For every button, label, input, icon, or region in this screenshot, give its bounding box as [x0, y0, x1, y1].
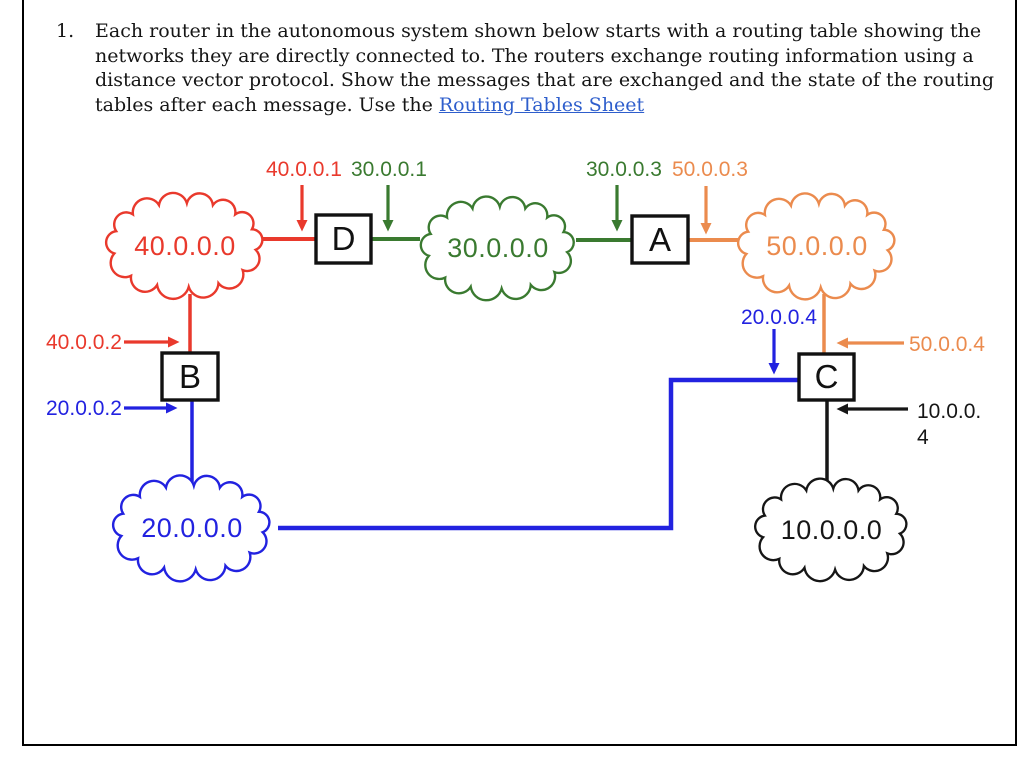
ip-label-10-0-0-4-line2: 4 [917, 426, 929, 449]
problem-text-line-2: networks they are directly connected to.… [95, 44, 974, 67]
router-label-b: B [178, 357, 201, 395]
problem-text-line-3: distance vector protocol. Show the messa… [95, 69, 995, 91]
page-border [22, 0, 1017, 746]
ip-label-50-0-0-4: 50.0.0.4 [909, 333, 985, 356]
problem-statement: 1. Each router in the autonomous system … [56, 19, 994, 117]
cloud-label-40: 40.0.0.0 [134, 230, 236, 261]
problem-text-line-1: Each router in the autonomous system sho… [95, 20, 982, 42]
ip-label-10-0-0-4: 10.0.0. 4 [917, 399, 981, 451]
router-box-c [797, 352, 856, 402]
ip-label-50-0-0-3: 50.0.0.3 [672, 158, 748, 181]
ip-label-10-0-0-4-line1: 10.0.0. [917, 400, 982, 423]
router-label-a: A [648, 220, 671, 258]
link-cloud20-routerC [278, 377, 800, 531]
routing-tables-sheet-link[interactable]: Routing Tables Sheet [438, 93, 645, 116]
ip-label-20-0-0-4: 20.0.0.4 [741, 306, 817, 329]
cloud-label-30: 30.0.0.0 [447, 233, 549, 263]
router-label-c: C [814, 358, 839, 395]
problem-text: Each router in the autonomous system sho… [95, 19, 994, 117]
router-box-b [160, 351, 220, 402]
cloud-label-50: 50.0.0.0 [766, 231, 868, 261]
ip-label-30-0-0-3: 30.0.0.3 [586, 158, 662, 181]
list-number: 1. [56, 20, 75, 42]
problem-text-line-4: tables after each message. Use the Routi… [95, 93, 994, 118]
ip-label-30-0-0-1: 30.0.0.1 [351, 158, 427, 181]
ip-label-40-0-0-1: 40.0.0.1 [266, 158, 342, 181]
router-label-d: D [331, 220, 356, 257]
router-box-a [630, 214, 690, 265]
cloud-label-20: 20.0.0.0 [141, 513, 243, 543]
problem-text-line-4-prefix: tables after each message. Use the [95, 93, 439, 116]
ip-label-40-0-0-2: 40.0.0.2 [46, 331, 122, 354]
router-box-d [314, 213, 373, 265]
ip-label-20-0-0-2: 20.0.0.2 [46, 397, 122, 420]
cloud-label-10: 10.0.0.0 [780, 514, 883, 545]
